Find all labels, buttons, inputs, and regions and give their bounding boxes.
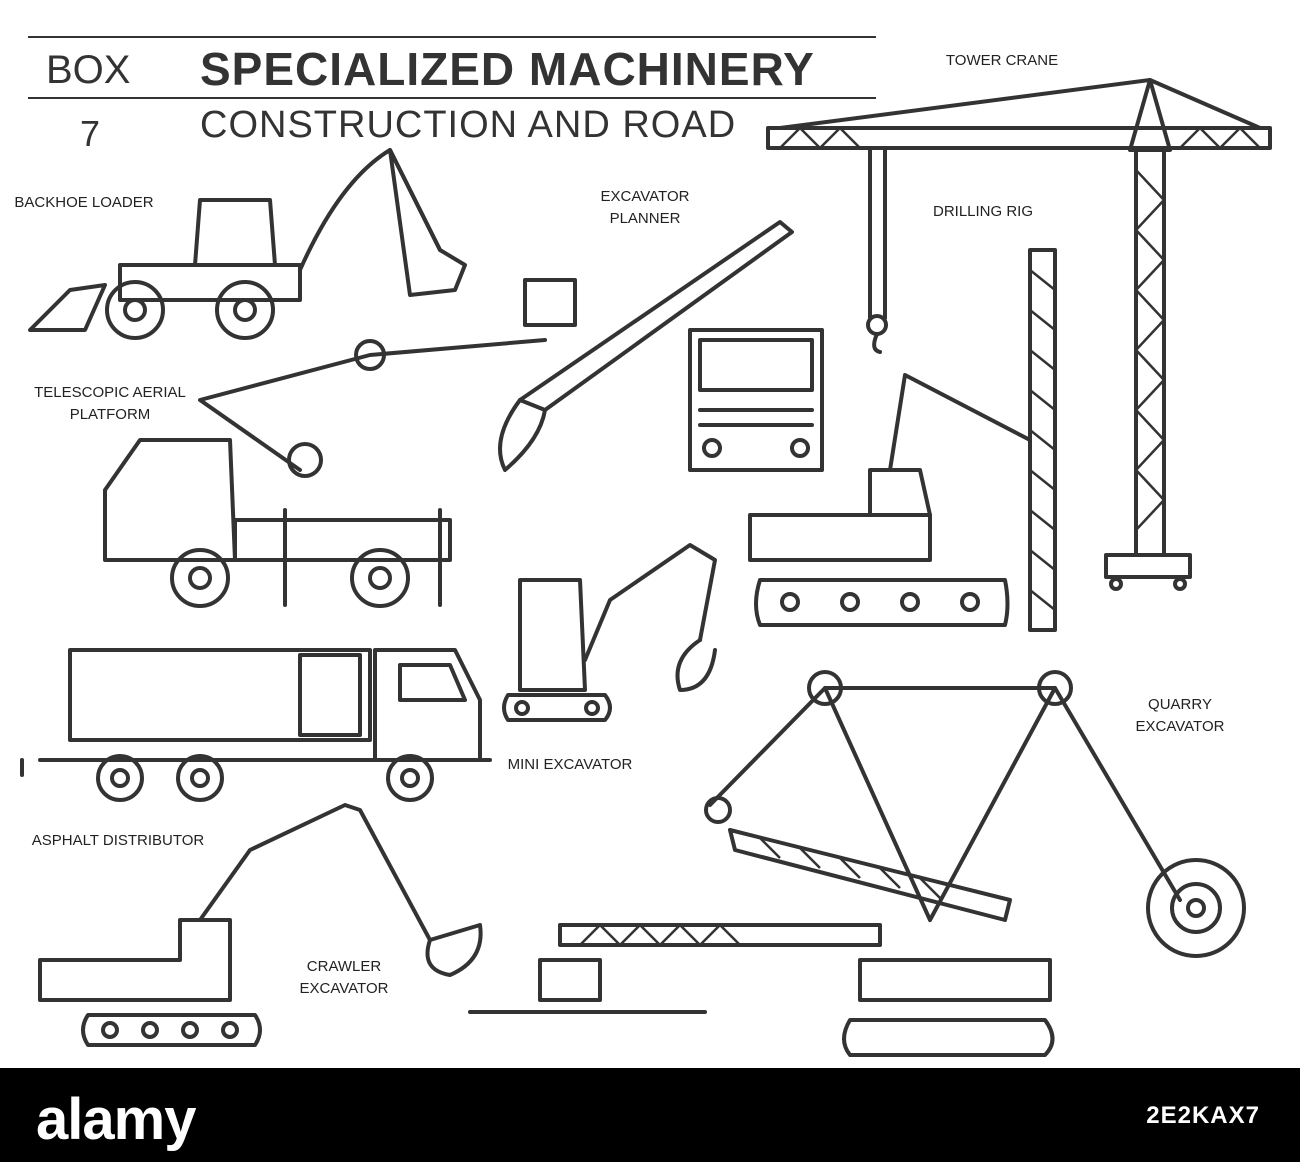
telescopic-aerial-platform-drawing: [103, 278, 577, 608]
label-tower-crane: TOWER CRANE: [945, 52, 1059, 69]
label-telescopic-aerial-platform: TELESCOPIC AERIAL PLATFORM: [34, 384, 186, 423]
label-quarry-excavator: QUARRY EXCAVATOR: [1135, 696, 1225, 735]
label-asphalt-distributor: ASPHALT DISTRIBUTOR: [31, 832, 205, 849]
label-crawler-excavator: CRAWLER EXCAVATOR: [299, 958, 389, 997]
excavator-planner-drawing: [498, 220, 824, 472]
mini-excavator-drawing: [502, 543, 717, 722]
label-excavator-planner: EXCAVATOR PLANNER: [600, 188, 690, 227]
page-subtitle: CONSTRUCTION AND ROAD: [200, 104, 737, 146]
drilling-rig-drawing: [748, 248, 1057, 632]
brand-logo: alamy: [36, 1087, 196, 1152]
box-number: 7: [80, 113, 101, 154]
asphalt-distributor-drawing: [20, 648, 492, 802]
middle-divider: [28, 97, 876, 99]
tower-crane-drawing: [766, 78, 1272, 591]
machinery-illustration: [20, 78, 1272, 1057]
label-mini-excavator: MINI EXCAVATOR: [507, 756, 633, 773]
quarry-excavator-drawing: [468, 670, 1246, 1057]
crawler-excavator-drawing: [38, 803, 483, 1047]
top-divider: [28, 36, 876, 38]
label-backhoe-loader: BACKHOE LOADER: [14, 194, 154, 211]
label-drilling-rig: DRILLING RIG: [932, 203, 1034, 220]
backhoe-loader-drawing: [28, 148, 467, 340]
box-label: BOX: [46, 48, 131, 92]
footer-bar: alamy 2E2KAX7: [0, 1068, 1300, 1162]
page-title: SPECIALIZED MACHINERY: [200, 43, 815, 95]
image-id: 2E2KAX7: [1146, 1102, 1260, 1129]
